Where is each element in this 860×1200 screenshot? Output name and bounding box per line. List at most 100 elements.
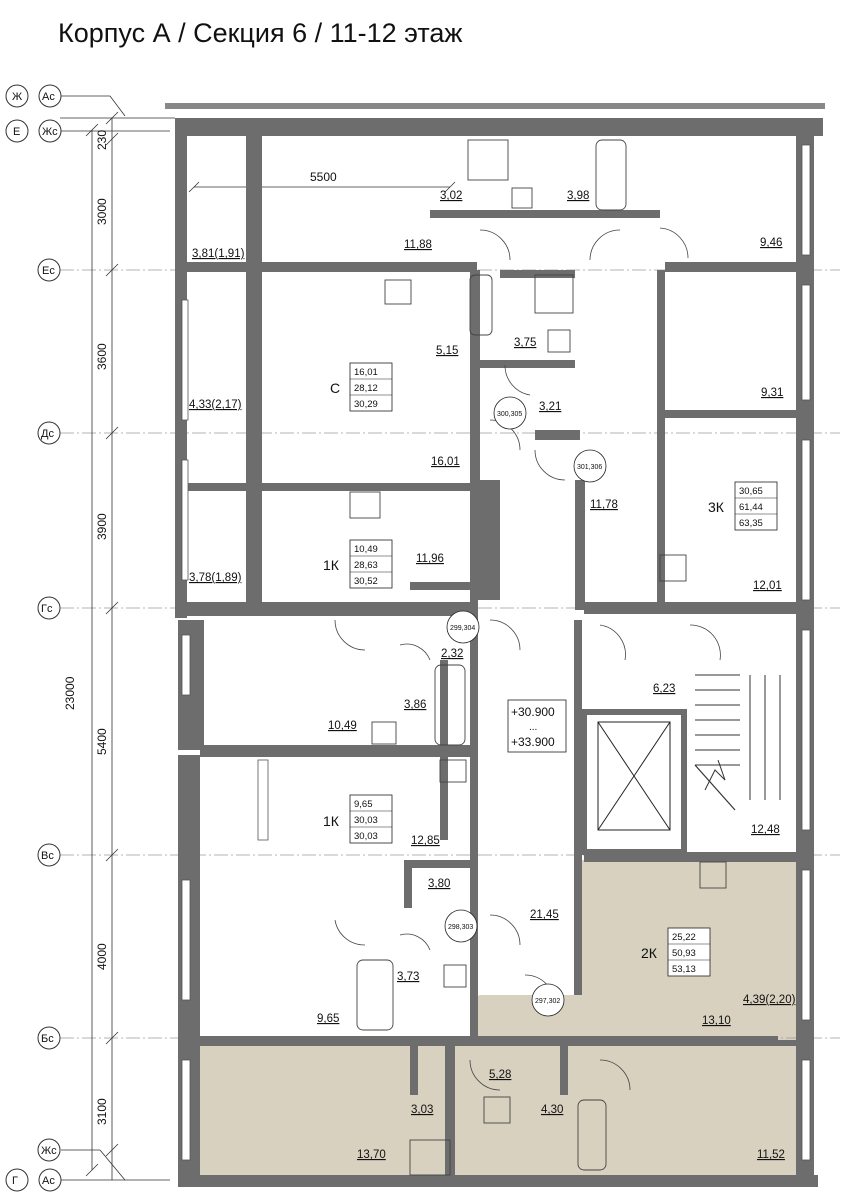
room-area: 9,31 bbox=[761, 387, 783, 399]
axis-label: Ac bbox=[42, 91, 55, 103]
area-with-balcony: 30,52 bbox=[354, 576, 378, 587]
axis-label: Ac bbox=[42, 1175, 55, 1187]
room-area: 11,52 bbox=[757, 1149, 785, 1161]
axis-label: Жс bbox=[41, 1145, 57, 1157]
riser-label: 297,302 bbox=[535, 998, 560, 1005]
room-area: 13,70 bbox=[357, 1149, 386, 1161]
elevation-upper: +33.900 bbox=[511, 735, 555, 749]
room-area: 3,73 bbox=[397, 971, 419, 983]
room-area: 12,85 bbox=[411, 835, 440, 847]
room-area: 5,15 bbox=[436, 345, 458, 357]
room-area: 12,48 bbox=[751, 824, 780, 836]
room-area: 4,33(2,17) bbox=[189, 399, 242, 411]
room-area: 6,23 bbox=[653, 683, 675, 695]
area-living: 25,22 bbox=[672, 932, 696, 943]
highlight-bottom-apartment[interactable] bbox=[198, 1045, 808, 1175]
page-title: Корпус А / Секция 6 / 11-12 этаж bbox=[58, 18, 463, 48]
axis-bubbles bbox=[5, 84, 62, 1192]
dimension-line bbox=[85, 111, 456, 1180]
dim-23000: 23000 bbox=[63, 676, 77, 710]
dim-3900: 3900 bbox=[95, 513, 109, 540]
axis-labels: Ж Ac E Жc Ec Дс Гс Вс Бс Жс Г Ac bbox=[12, 91, 58, 1187]
dim-5400: 5400 bbox=[95, 728, 109, 755]
room-area: 11,78 bbox=[590, 499, 618, 511]
area-total: 61,44 bbox=[739, 502, 763, 513]
room-area: 9,46 bbox=[760, 237, 782, 249]
dim-3600: 3600 bbox=[95, 343, 109, 370]
dim-4000: 4000 bbox=[95, 943, 109, 970]
apartment-code: 1К bbox=[323, 557, 340, 573]
axis-label: Ж bbox=[12, 91, 22, 103]
area-with-balcony: 30,03 bbox=[354, 831, 378, 842]
room-area: 5,28 bbox=[489, 1069, 511, 1081]
windows bbox=[181, 144, 811, 1161]
axis-leaders bbox=[60, 95, 175, 1181]
area-living: 9,65 bbox=[354, 799, 373, 810]
room-area: 4,39(2,20) bbox=[743, 994, 796, 1006]
area-total: 50,93 bbox=[672, 948, 696, 959]
apartment-c[interactable]: С 16,01 28,12 30,29 bbox=[330, 362, 393, 412]
apartment-1k-lower[interactable]: 1К 9,65 30,03 30,03 bbox=[323, 794, 393, 844]
axis-label: Вс bbox=[41, 850, 54, 862]
riser-label: 300,305 bbox=[497, 411, 522, 418]
elevation-lower: +30.900 bbox=[511, 705, 555, 719]
elevation-separator: ... bbox=[529, 722, 537, 733]
room-area: 3,78(1,89) bbox=[189, 572, 242, 584]
room-area: 3,80 bbox=[428, 878, 450, 890]
room-area: 4,30 bbox=[541, 1104, 563, 1116]
room-area: 3,75 bbox=[514, 337, 536, 349]
axis-label: E bbox=[13, 126, 20, 138]
riser-label: 299,304 bbox=[450, 625, 475, 632]
room-area: 11,96 bbox=[416, 553, 444, 565]
room-area: 13,10 bbox=[702, 1015, 731, 1027]
riser-markers bbox=[444, 396, 607, 1017]
dimension-labels: 230 3000 3600 3900 5400 23000 4000 3100 … bbox=[63, 130, 337, 1125]
room-area: 2,32 bbox=[441, 648, 463, 660]
apartment-code: 3К bbox=[708, 499, 725, 515]
dim-5500: 5500 bbox=[310, 170, 337, 184]
area-with-balcony: 53,13 bbox=[672, 964, 696, 975]
dim-230: 230 bbox=[95, 130, 109, 150]
riser-marker-labels: 300,305 301,306 299,304 298,303 297,302 bbox=[448, 411, 602, 1005]
area-living: 10,49 bbox=[354, 544, 378, 555]
area-living: 30,65 bbox=[739, 486, 763, 497]
elevator-shaft bbox=[581, 709, 687, 855]
apartment-code: С bbox=[330, 380, 340, 396]
room-area: 3,02 bbox=[440, 190, 462, 202]
axis-label: Дс bbox=[41, 428, 54, 440]
axis-label: Гс bbox=[41, 603, 53, 615]
apartment-code: 1К bbox=[323, 813, 340, 829]
room-area: 3,98 bbox=[567, 190, 589, 202]
area-total: 28,12 bbox=[354, 383, 378, 394]
area-with-balcony: 30,29 bbox=[354, 399, 378, 410]
axis-label: Жc bbox=[42, 126, 58, 138]
room-area: 21,45 bbox=[530, 909, 559, 921]
area-total: 28,63 bbox=[354, 560, 378, 571]
apartment-1k-upper[interactable]: 1К 10,49 28,63 30,52 bbox=[323, 539, 393, 589]
elevation-marks: +30.900 ... +33.900 bbox=[507, 699, 567, 753]
dim-3000: 3000 bbox=[95, 198, 109, 225]
dim-3100: 3100 bbox=[95, 1098, 109, 1125]
room-area: 16,01 bbox=[431, 456, 460, 468]
apartment-3k[interactable]: 3К 30,65 61,44 63,35 bbox=[708, 481, 778, 531]
axis-label: Ec bbox=[42, 265, 55, 277]
area-living: 16,01 bbox=[354, 367, 378, 378]
stairs bbox=[694, 674, 781, 811]
axis-label: Бс bbox=[41, 1033, 54, 1045]
area-total: 30,03 bbox=[354, 815, 378, 826]
axis-label: Г bbox=[12, 1175, 18, 1187]
room-area: 3,03 bbox=[411, 1104, 433, 1116]
room-area: 3,86 bbox=[404, 699, 426, 711]
room-area: 3,21 bbox=[539, 401, 561, 413]
riser-label: 298,303 bbox=[448, 924, 473, 931]
room-area: 12,01 bbox=[753, 580, 782, 592]
room-areas: 3,02 3,98 11,88 9,46 3,81(1,91) 5,15 3,7… bbox=[189, 190, 796, 1161]
apartment-code: 2К bbox=[641, 945, 658, 961]
room-area: 11,88 bbox=[404, 239, 432, 251]
room-area: 3,81(1,91) bbox=[192, 248, 245, 260]
area-with-balcony: 63,35 bbox=[739, 518, 763, 529]
apartment-2k[interactable]: 2К 25,22 50,93 53,13 bbox=[641, 927, 711, 977]
room-area: 9,65 bbox=[317, 1013, 339, 1025]
fixtures bbox=[349, 139, 727, 1176]
